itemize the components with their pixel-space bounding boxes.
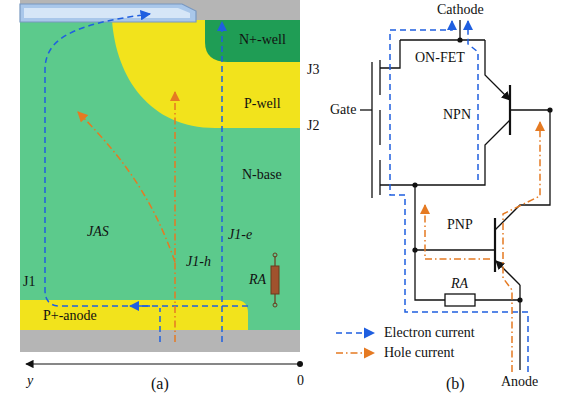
axis-origin bbox=[297, 361, 303, 367]
legend-text: Electron current bbox=[384, 325, 475, 341]
region-name: N-base bbox=[242, 167, 282, 182]
npn-base-wire bbox=[495, 110, 550, 230]
electron-current-path bbox=[468, 21, 478, 180]
junction-dot bbox=[412, 182, 417, 187]
electron-current-path bbox=[45, 14, 248, 306]
resistor-symbol bbox=[271, 266, 279, 294]
pnp-emitter bbox=[496, 261, 520, 285]
resistor-label: RA bbox=[249, 272, 266, 287]
junction-label: J3 bbox=[307, 62, 319, 77]
electron-current-path bbox=[221, 22, 223, 342]
cathode-metal bbox=[20, 0, 300, 20]
legend-line bbox=[336, 352, 374, 354]
fet-gate-plate bbox=[371, 62, 372, 198]
pnp-base-bar bbox=[494, 218, 496, 272]
region-label: N-base bbox=[240, 166, 284, 183]
legend-item: Hole current bbox=[334, 345, 454, 361]
legend-line bbox=[336, 332, 374, 334]
component-label: PNP bbox=[447, 217, 473, 232]
resistor-symbol bbox=[445, 294, 475, 306]
gate-oxide bbox=[24, 8, 190, 18]
junction-dot bbox=[412, 247, 417, 252]
legend-item: Electron current bbox=[334, 325, 475, 341]
fet-channel bbox=[379, 60, 380, 95]
junction-label: J1 bbox=[23, 274, 35, 289]
current-label: J1-e bbox=[228, 227, 252, 242]
gate-lead bbox=[360, 109, 372, 110]
hole-current-path bbox=[425, 205, 490, 259]
component-label: NPN bbox=[443, 107, 471, 122]
electron-current-path bbox=[159, 308, 161, 342]
electron-current-path bbox=[390, 21, 528, 372]
resistor-terminal bbox=[273, 303, 277, 307]
pnp-base-wire bbox=[415, 249, 495, 250]
current-label: JAS bbox=[87, 224, 109, 239]
junction-label: J2 bbox=[307, 118, 319, 133]
gate-electrode bbox=[20, 4, 196, 22]
terminal-label: Cathode bbox=[437, 2, 484, 17]
n-base-region bbox=[20, 0, 300, 352]
panel-label: (a) bbox=[151, 375, 169, 393]
region-name: N+-well bbox=[239, 32, 286, 47]
electron-current-arrow bbox=[130, 305, 150, 307]
region-label: N+-well bbox=[237, 31, 288, 48]
axis-label: 0 bbox=[297, 373, 304, 388]
resistor-terminal bbox=[273, 253, 277, 257]
axis-label: y bbox=[27, 373, 33, 388]
region-label: P+-anode bbox=[41, 307, 99, 324]
legend-text: Hole current bbox=[384, 345, 454, 361]
panel-label: (b) bbox=[446, 375, 465, 393]
terminal-label: Gate bbox=[330, 102, 356, 117]
region-label: P-well bbox=[242, 95, 283, 112]
npn-collector bbox=[415, 120, 510, 185]
fet-source-wire bbox=[380, 185, 445, 300]
y-axis bbox=[26, 363, 300, 364]
legend-sample bbox=[334, 325, 378, 341]
component-label: ON-FET bbox=[415, 50, 465, 65]
region-name: P-well bbox=[244, 96, 281, 111]
p-well-region bbox=[112, 20, 300, 128]
device-cross-section bbox=[20, 0, 303, 367]
resistor-label: RA bbox=[451, 276, 468, 291]
current-label: J1-h bbox=[186, 254, 211, 269]
junction-dot bbox=[547, 107, 552, 112]
npn-emitter bbox=[485, 40, 510, 100]
fet-channel bbox=[379, 110, 380, 145]
fet-channel bbox=[379, 160, 380, 195]
region-name: P+-anode bbox=[43, 308, 97, 323]
legend-sample bbox=[334, 345, 378, 361]
junction-dot bbox=[517, 297, 522, 302]
hole-current-path bbox=[78, 112, 175, 262]
anode-wire bbox=[475, 300, 520, 370]
hole-current-path bbox=[503, 122, 540, 372]
equivalent-circuit bbox=[360, 20, 550, 370]
junction-dots bbox=[412, 37, 552, 302]
terminal-label: Anode bbox=[501, 374, 538, 389]
hole-current-path bbox=[174, 92, 176, 342]
n-plus-well-region bbox=[205, 20, 300, 62]
cathode-wire bbox=[380, 20, 485, 68]
junction-dot bbox=[457, 37, 462, 42]
